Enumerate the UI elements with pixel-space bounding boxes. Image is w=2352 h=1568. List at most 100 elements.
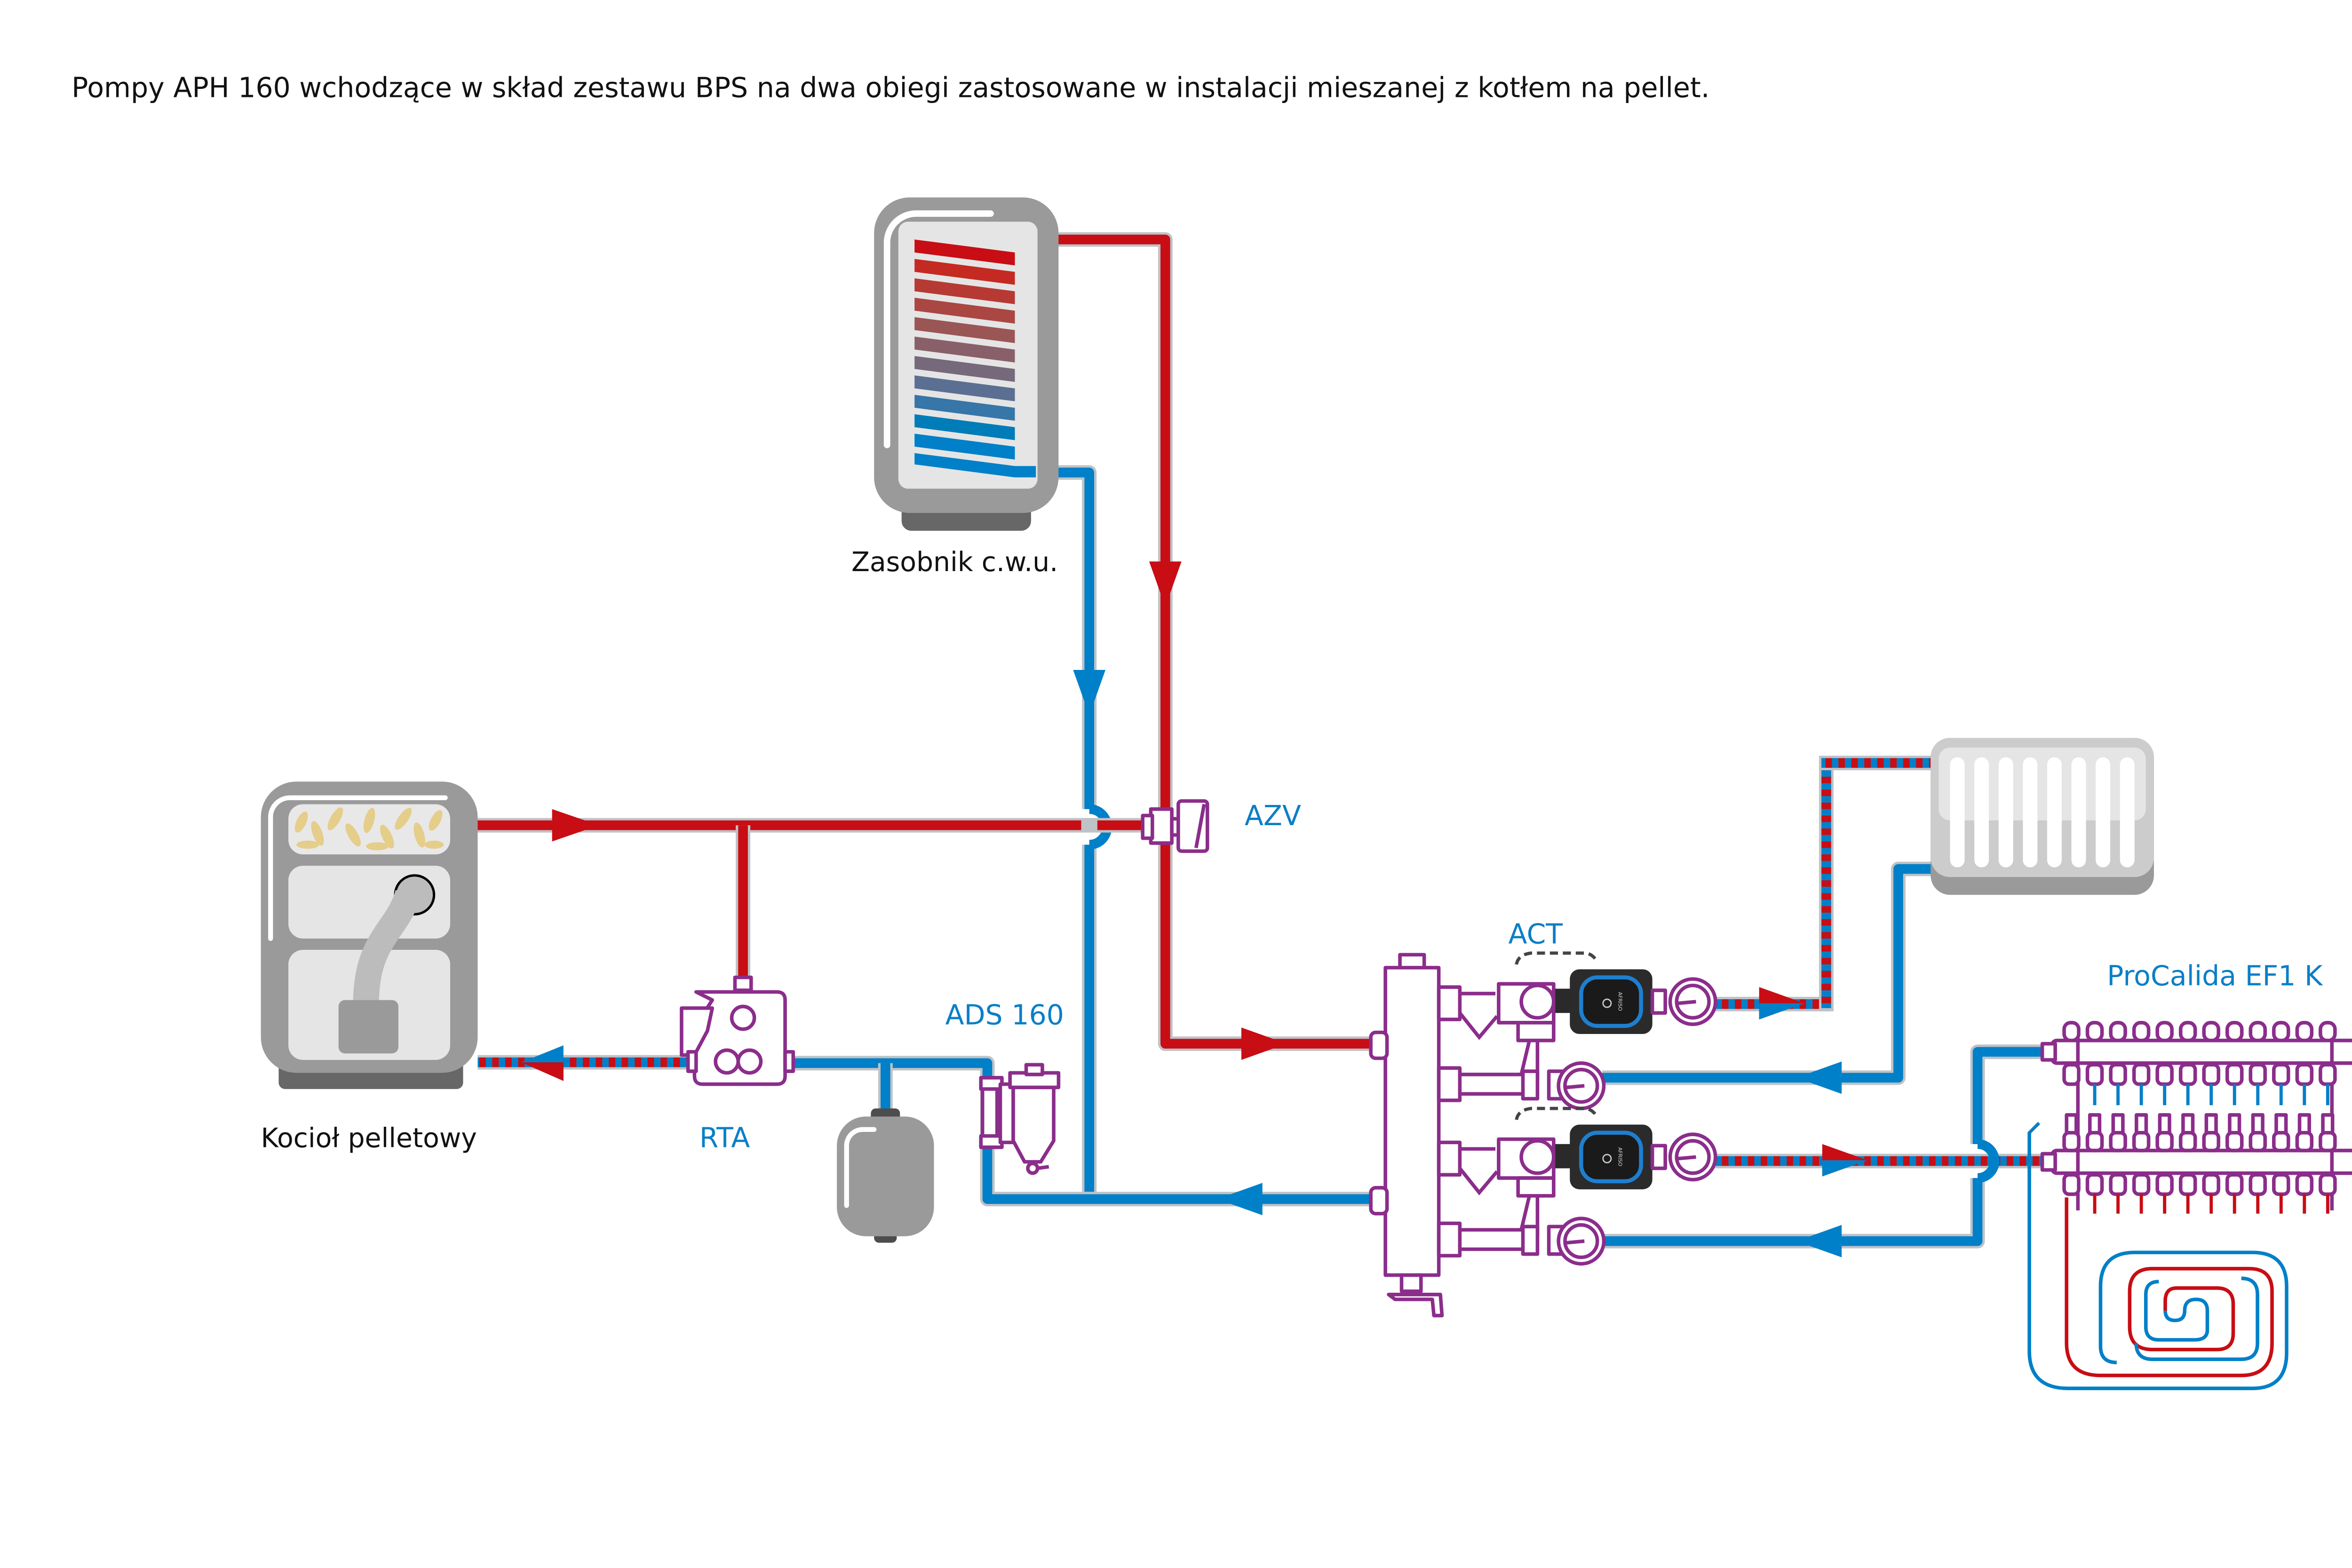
loop-return-outer xyxy=(2027,1132,2288,1390)
ads-drain xyxy=(1026,1162,1040,1175)
pump-inlet xyxy=(1555,988,1572,1013)
radiator-top-panel xyxy=(1939,748,2146,820)
supply-valve xyxy=(2155,1130,2174,1153)
hydraulic-manifold: AFRISO AFRISO xyxy=(1369,951,1717,1318)
ads-thread xyxy=(998,1082,1015,1145)
pump-brand: AFRISO xyxy=(1617,1147,1623,1167)
floor-manifold-supply-bar xyxy=(2050,1148,2352,1175)
manifold-inlet xyxy=(2040,1152,2057,1172)
azv-label: AZV xyxy=(1245,800,1301,832)
valve-actuator-cable xyxy=(1515,951,1599,965)
rta-label: RTA xyxy=(699,1122,750,1154)
rta-actuator xyxy=(680,1006,715,1057)
supply-valve xyxy=(2249,1130,2267,1153)
return-outlet xyxy=(2085,1063,2104,1086)
circuit-port xyxy=(1437,1221,1462,1258)
supply-outlet xyxy=(2202,1173,2220,1196)
pipe-radiator-return xyxy=(1602,864,1932,1083)
supply-valve xyxy=(2062,1130,2081,1153)
arrow-down-icon xyxy=(1149,561,1182,607)
pipe-radiator-supply-v xyxy=(1821,760,1831,1008)
pipes xyxy=(477,232,2056,1249)
ads-vent xyxy=(1024,1063,1044,1076)
return-outlet xyxy=(2202,1063,2220,1086)
feeder-pipe xyxy=(353,889,421,1003)
circuit-port xyxy=(1437,1066,1462,1102)
pump-outlet xyxy=(1650,1144,1667,1170)
dirt-separator-icon xyxy=(1011,1084,1056,1164)
hot-water-tank xyxy=(874,197,1059,531)
mixing-valve-icon xyxy=(1519,1139,1556,1175)
act-label: ACT xyxy=(1509,918,1563,950)
tank-highlight xyxy=(883,210,994,448)
azv-port xyxy=(1141,813,1154,840)
supply-outlet xyxy=(2062,1173,2081,1196)
flow-meter-cap xyxy=(2319,1021,2337,1043)
supply-valve xyxy=(2109,1130,2127,1153)
feeder-motor xyxy=(338,1000,398,1054)
pump-outlet xyxy=(1650,988,1667,1015)
valve-bottom-port xyxy=(1516,1176,1556,1198)
return-outlet xyxy=(2295,1063,2314,1086)
loop-return-inner xyxy=(2134,1276,2259,1361)
arrow-right-icon xyxy=(552,809,599,842)
arrow-right-mixed-lower xyxy=(1759,1003,1804,1019)
ads-drain-handle xyxy=(1037,1165,1049,1170)
flow-meter-cap xyxy=(2178,1021,2197,1043)
return-outlet xyxy=(2225,1063,2244,1086)
return-outlet xyxy=(2155,1063,2174,1086)
manifold-outlet xyxy=(1369,1186,1389,1216)
supply-valve xyxy=(2202,1130,2220,1153)
flow-meter-cap xyxy=(2202,1021,2220,1043)
return-outlet xyxy=(2249,1063,2267,1086)
floor-manifold-label: ProCalida EF1 K xyxy=(2107,960,2323,992)
pump-brand: AFRISO xyxy=(1617,992,1623,1011)
supply-outlet xyxy=(2178,1173,2197,1196)
return-outlet xyxy=(2132,1063,2151,1086)
valve-bottom-port xyxy=(1516,1021,1556,1043)
flow-meter-cap xyxy=(2155,1021,2174,1043)
supply-outlet xyxy=(2249,1173,2267,1196)
arrow-left-icon xyxy=(1796,1225,1842,1258)
pipe-floor-supply xyxy=(1699,1156,2056,1166)
pipe-radiator-supply-top xyxy=(1821,758,1931,768)
return-outlet xyxy=(2272,1063,2290,1086)
manifold-drain xyxy=(1399,1273,1423,1293)
rta-top-port xyxy=(733,975,753,992)
pipe-floor-return-upper xyxy=(1972,1047,2052,1144)
manifold-loops xyxy=(2062,1021,2337,1214)
manifold-body xyxy=(1383,966,1441,1277)
tank-label: Zasobnik c.w.u. xyxy=(851,547,1058,578)
floor-heating-manifold xyxy=(2027,1021,2352,1214)
rta-right-port xyxy=(783,1050,795,1073)
supply-valve xyxy=(2085,1130,2104,1153)
boiler-label: Kocioł pelletowy xyxy=(261,1123,477,1154)
arrow-left-icon xyxy=(1796,1061,1842,1094)
underfloor-heating-loop xyxy=(2027,1132,2288,1390)
pipe-tank-return-upper xyxy=(1036,468,1094,809)
flow-meter-cap xyxy=(2132,1021,2151,1043)
arrow-right-mixed-lower xyxy=(1822,1160,1868,1177)
supply-outlet xyxy=(2085,1173,2104,1196)
supply-outlet xyxy=(2319,1173,2337,1196)
pellets xyxy=(294,807,444,851)
vessel-highlight xyxy=(844,1127,877,1208)
flow-meter-cap xyxy=(2272,1021,2290,1043)
supply-valve xyxy=(2272,1130,2290,1153)
azv-actuator xyxy=(1176,799,1209,853)
radiator-fins xyxy=(1950,757,2135,868)
expansion-vessel xyxy=(837,1108,934,1243)
pipe-radiator-return-edge xyxy=(1602,861,1932,1085)
pump-circuit-1: AFRISO xyxy=(1437,951,1717,1110)
return-outlet xyxy=(2062,1063,2081,1086)
manifold-inlet xyxy=(1369,1030,1389,1060)
pump-button xyxy=(1602,1154,1612,1163)
radiator xyxy=(1931,738,2154,895)
arrow-left-icon xyxy=(1217,1183,1263,1216)
arrow-down-icon xyxy=(1073,670,1106,716)
pellet-boiler xyxy=(261,781,478,1089)
supply-outlet xyxy=(2225,1173,2244,1196)
supply-valve xyxy=(2319,1130,2337,1153)
supply-outlet xyxy=(2272,1173,2290,1196)
